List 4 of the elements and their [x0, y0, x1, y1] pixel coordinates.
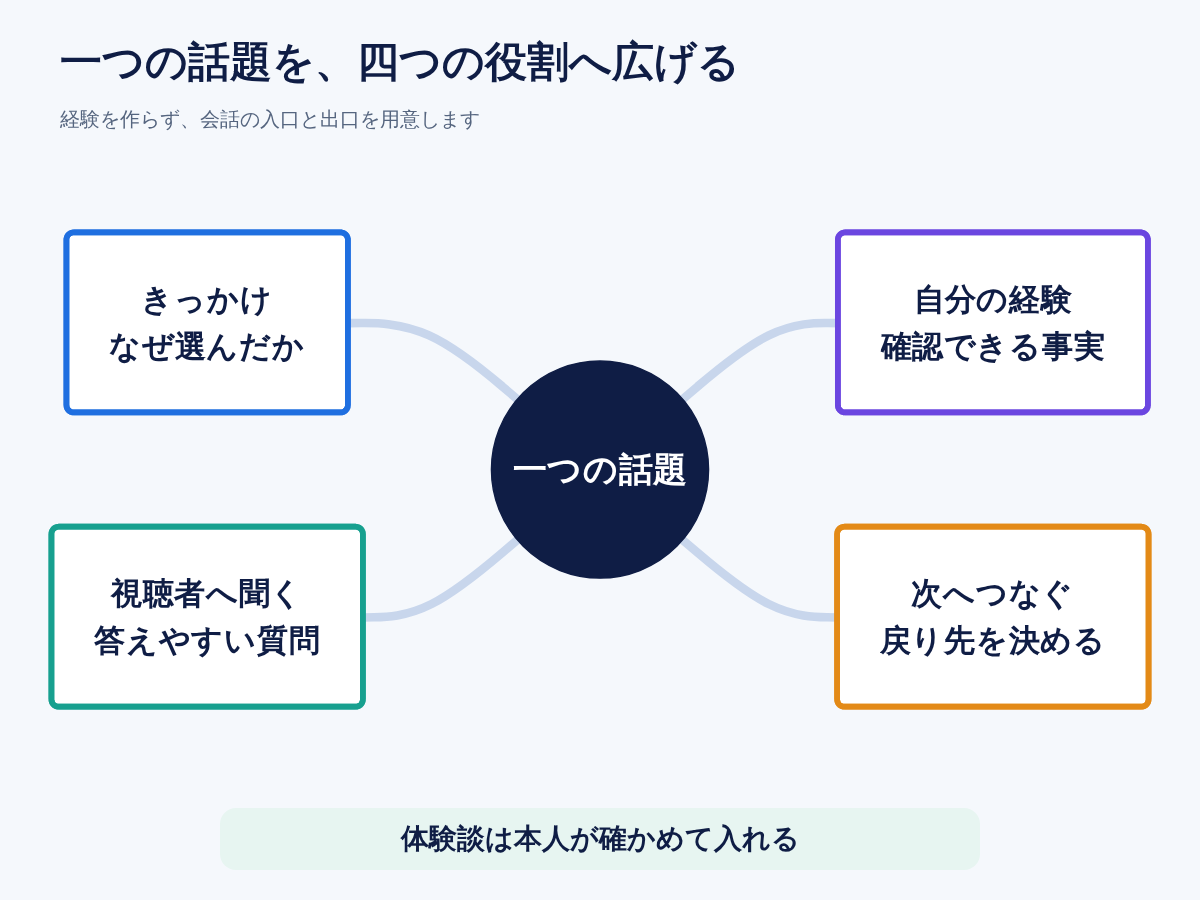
- note-banner: 体験談は本人が確かめて入れる: [220, 808, 980, 870]
- node-circle: 一つの話題: [490, 360, 710, 580]
- diagram-title: 一つの話題を、四つの役割へ広げる: [60, 36, 740, 88]
- subtitle: 経験を作らず、会話の入口と出口を用意します: [60, 106, 480, 133]
